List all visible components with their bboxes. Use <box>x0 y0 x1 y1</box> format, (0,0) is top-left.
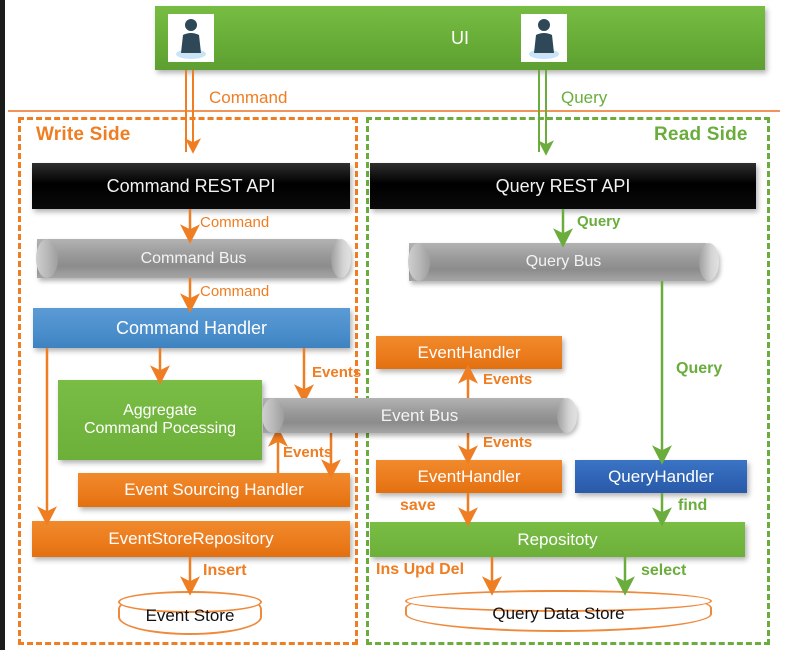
aggregate-line-2: Command Pocessing <box>83 420 237 437</box>
aggregate-command-processing-box[interactable]: Aggregate Command Pocessing <box>58 380 262 460</box>
select-label: select <box>641 562 687 579</box>
repository-box[interactable]: Repositoty <box>370 522 745 557</box>
eventbus-to-esh-events-label: Events <box>283 444 333 461</box>
query-bus[interactable]: Query Bus <box>408 243 719 281</box>
repository-label: Repositoty <box>517 529 598 549</box>
event-handler-top-box[interactable]: EventHandler <box>376 336 562 369</box>
read-side-region <box>366 117 770 645</box>
top-separator-rule <box>8 110 780 112</box>
aggregate-line-1: Aggregate <box>123 401 197 419</box>
command-rest-api-label: Command REST API <box>106 175 276 196</box>
command-bus[interactable]: Command Bus <box>36 239 351 278</box>
bus-to-queryhandler-query-label: Query <box>676 360 723 377</box>
event-sourcing-handler-label: Event Sourcing Handler <box>124 480 304 500</box>
query-rest-api-label: Query REST API <box>495 175 631 196</box>
ui-label: UI <box>451 27 469 48</box>
event-sourcing-handler-box[interactable]: Event Sourcing Handler <box>78 473 350 507</box>
eventbus-to-top-handler-events-label: Events <box>483 371 533 388</box>
find-label: find <box>678 497 708 514</box>
query-data-store-top-ellipse <box>405 590 712 612</box>
event-store-repository-box[interactable]: EventStoreRepository <box>32 521 350 557</box>
command-bus-right-cap <box>331 239 351 278</box>
command-handler-label: Command Handler <box>115 317 268 338</box>
query-bus-left-cap <box>408 243 430 281</box>
person-icon-right-tile <box>521 14 567 62</box>
write-side-region <box>18 117 358 645</box>
save-label: save <box>400 497 436 514</box>
event-store-cylinder[interactable]: Event Store <box>118 591 262 635</box>
event-handler-bottom-box[interactable]: EventHandler <box>376 460 562 493</box>
event-bus-label: Event Bus <box>380 405 459 425</box>
person-icon-left-tile <box>168 14 214 62</box>
query-data-store-label: Query Data Store <box>492 604 625 623</box>
command-to-bus-label: Command <box>200 214 270 231</box>
eventbus-to-bottom-handler-events-label: Events <box>483 434 533 451</box>
ins-upd-del-label: Ins Upd Del <box>376 561 465 578</box>
read-side-label: Read Side <box>654 124 748 145</box>
person-icon <box>176 19 206 59</box>
event-store-label: Event Store <box>145 606 235 625</box>
query-bus-label: Query Bus <box>525 253 602 270</box>
write-side-label: Write Side <box>36 124 131 145</box>
query-data-store-cylinder[interactable]: Query Data Store <box>405 590 712 632</box>
handler-to-eventbus-events-label: Events <box>312 364 362 381</box>
bus-to-handler-label: Command <box>200 283 270 300</box>
ui-query-flow-label: Query <box>561 88 608 107</box>
ui-command-flow-label: Command <box>209 88 288 107</box>
query-handler-box[interactable]: QueryHandler <box>575 460 747 493</box>
command-rest-api-box[interactable]: Command REST API <box>32 163 350 209</box>
event-bus-left-cap <box>262 398 284 433</box>
left-edge-strip <box>0 0 5 650</box>
event-bus[interactable]: Event Bus <box>262 398 577 433</box>
person-icon <box>529 19 559 59</box>
command-bus-label: Command Bus <box>140 249 247 267</box>
event-handler-bottom-label: EventHandler <box>417 466 521 486</box>
ui-bar[interactable]: UI <box>155 6 765 70</box>
query-to-bus-label: Query <box>577 213 621 230</box>
command-handler-box[interactable]: Command Handler <box>33 308 350 348</box>
query-bus-right-cap <box>699 243 719 281</box>
command-bus-left-cap <box>36 239 58 278</box>
insert-label: Insert <box>203 562 247 579</box>
event-store-repository-label: EventStoreRepository <box>108 529 274 549</box>
event-handler-top-label: EventHandler <box>417 342 521 362</box>
query-handler-label: QueryHandler <box>608 466 714 486</box>
event-bus-right-cap <box>557 398 577 433</box>
query-rest-api-box[interactable]: Query REST API <box>370 163 756 209</box>
